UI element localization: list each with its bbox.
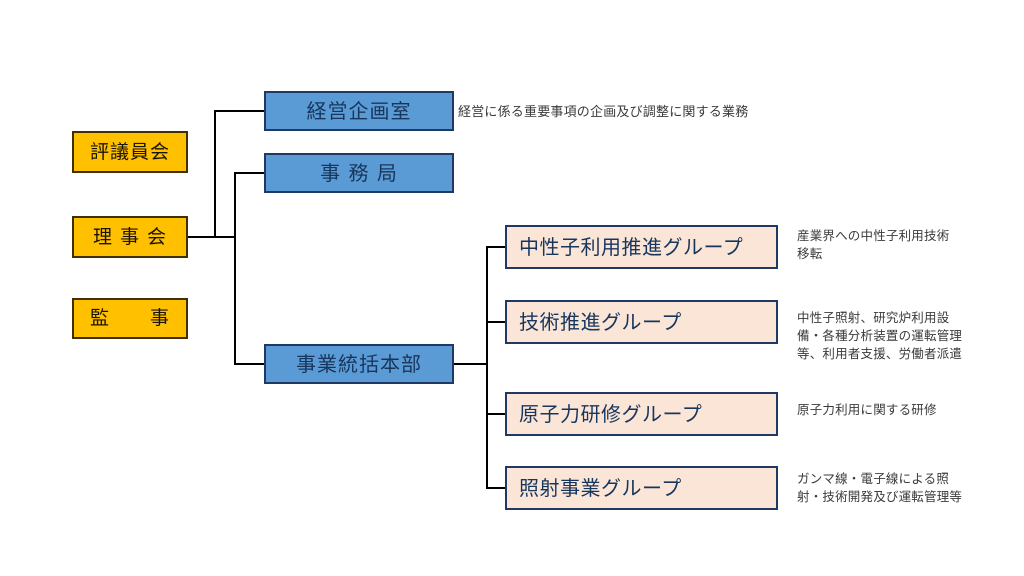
connector-branch-technology-promotion xyxy=(486,321,505,323)
note-technology-promotion: 中性子照射、研究炉利用設 備・各種分析装置の運転管理 等、利用者支援、労働者派遣 xyxy=(797,310,963,362)
connector-branch-nuclear-training xyxy=(486,413,505,415)
note-irradiation-business: ガンマ線・電子線による照 射・技術開発及び運転管理等 xyxy=(797,471,963,505)
division-label-secretariat: 事 務 局 xyxy=(320,161,398,185)
connector-branch-planning-office xyxy=(214,110,264,112)
note-neutron-utilization: 産業界への中性子利用技術 移転 xyxy=(797,228,950,262)
group-label-neutron-utilization: 中性子利用推進グループ xyxy=(519,235,744,259)
connector-board-stem xyxy=(188,236,236,238)
group-label-nuclear-training: 原子力研修グループ xyxy=(519,402,703,426)
governance-box-council[interactable]: 評議員会 xyxy=(72,131,188,173)
connector-trunk-groups xyxy=(486,246,488,489)
connector-branch-neutron-utilization xyxy=(486,246,505,248)
connector-trunk-planning xyxy=(214,110,216,238)
governance-box-auditor[interactable]: 監 事 xyxy=(72,298,188,339)
group-box-nuclear-training[interactable]: 原子力研修グループ xyxy=(505,392,778,436)
division-label-planning-office: 経営企画室 xyxy=(306,99,412,123)
connector-branch-secretariat xyxy=(234,172,264,174)
division-box-business-headquarters[interactable]: 事業統括本部 xyxy=(264,344,454,384)
group-label-irradiation-business: 照射事業グループ xyxy=(519,476,682,500)
note-planning-office: 経営に係る重要事項の企画及び調整に関する業務 xyxy=(458,105,749,120)
governance-label-auditor: 監 事 xyxy=(89,307,170,330)
division-box-secretariat[interactable]: 事 務 局 xyxy=(264,153,454,193)
group-box-technology-promotion[interactable]: 技術推進グループ xyxy=(505,300,778,344)
connector-hq-stem xyxy=(454,363,487,365)
governance-box-board[interactable]: 理 事 会 xyxy=(72,216,188,258)
note-nuclear-training: 原子力利用に関する研修 xyxy=(797,402,937,417)
connector-branch-irradiation-business xyxy=(486,487,505,489)
connector-branch-business-headquarters xyxy=(234,363,264,365)
group-box-neutron-utilization[interactable]: 中性子利用推進グループ xyxy=(505,225,778,269)
division-box-planning-office[interactable]: 経営企画室 xyxy=(264,91,454,131)
division-label-business-headquarters: 事業統括本部 xyxy=(296,352,422,376)
governance-label-council: 評議員会 xyxy=(89,140,170,163)
group-label-technology-promotion: 技術推進グループ xyxy=(519,310,682,334)
connector-trunk-secretariat-hq xyxy=(234,172,236,364)
group-box-irradiation-business[interactable]: 照射事業グループ xyxy=(505,466,778,510)
governance-label-board: 理 事 会 xyxy=(92,225,168,248)
